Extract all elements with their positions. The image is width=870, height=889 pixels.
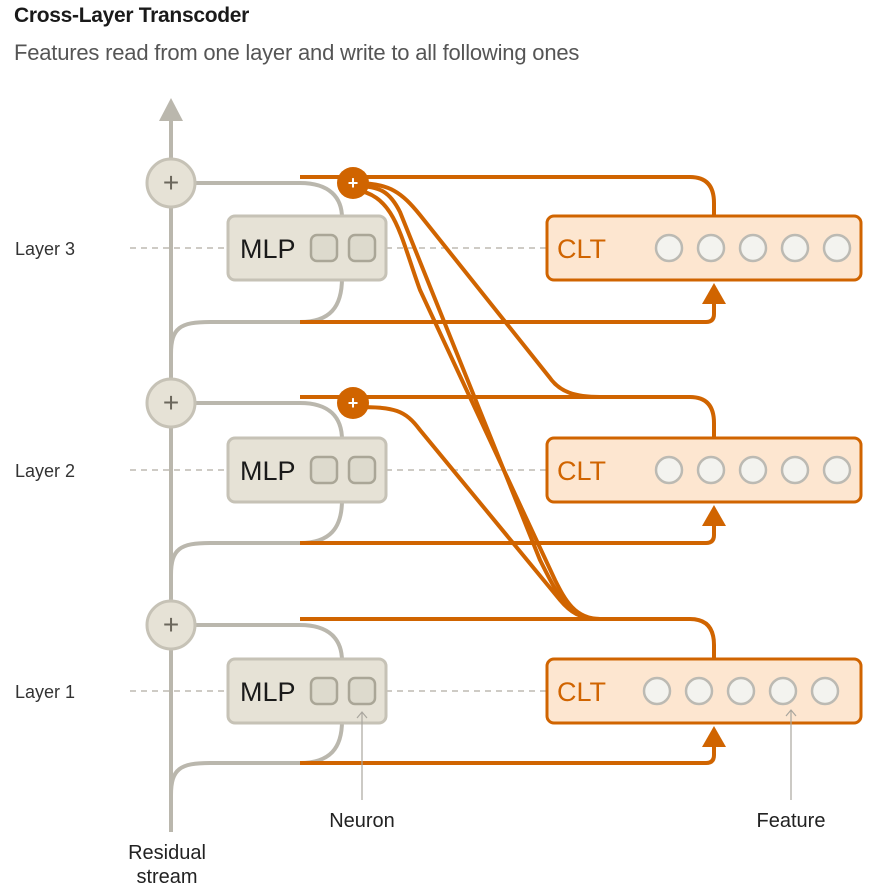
- feature: [738, 455, 768, 485]
- mlp-output-path: [194, 181, 344, 219]
- feature: [780, 233, 810, 263]
- feature: [726, 676, 756, 706]
- clt-input-arrow-icon: [702, 505, 726, 526]
- residual-add-circle: [145, 157, 197, 209]
- clt-add-circle: [337, 167, 369, 199]
- clt-output-path: [300, 395, 716, 438]
- residual-add-circle: [145, 377, 197, 429]
- mlp-box: [226, 657, 388, 725]
- residual-add-node: +: [145, 377, 197, 429]
- feature: [780, 455, 810, 485]
- neuron-annotation: Neuron: [329, 711, 395, 832]
- feature: [768, 676, 798, 706]
- mlp-label: MLP: [240, 234, 296, 264]
- layer-3: Layer 3 MLP CLT +: [15, 157, 863, 355]
- layer-2: Layer 2 MLP CLT +: [15, 377, 863, 576]
- figure-title: Cross-Layer Transcoder: [14, 4, 250, 27]
- mlp-label: MLP: [240, 456, 296, 486]
- cross-layer-link: [355, 181, 601, 399]
- neuron-label: Neuron: [329, 810, 395, 832]
- feature: [810, 676, 840, 706]
- neuron: [309, 455, 339, 485]
- residual-stream: [159, 98, 183, 832]
- mlp-block: MLP: [226, 657, 388, 725]
- clt-label: CLT: [557, 234, 606, 264]
- mlp-label: MLP: [240, 677, 296, 707]
- neuron-pointer-arrow-icon: [356, 711, 368, 719]
- feature-label: Feature: [757, 810, 826, 832]
- clt-add-node: +: [337, 167, 369, 199]
- layer-1: Layer 1 MLP CLT +: [15, 599, 863, 796]
- plus-icon: +: [163, 387, 179, 418]
- clt-output-path: [300, 175, 716, 216]
- layer-label: Layer 1: [15, 682, 75, 702]
- mlp-output-path: [194, 401, 344, 441]
- clt-label: CLT: [557, 456, 606, 486]
- cross-layer-links: [355, 181, 601, 621]
- clt-label: CLT: [557, 677, 606, 707]
- cross-layer-link: [355, 188, 601, 621]
- figure-subtitle: Features read from one layer and write t…: [14, 40, 580, 65]
- clt-block: CLT: [545, 214, 863, 282]
- feature-annotation: Feature: [757, 709, 826, 832]
- neuron: [347, 676, 377, 706]
- clt-input-arrow-icon: [702, 283, 726, 304]
- residual-label-line1: Residual: [128, 842, 206, 864]
- mlp-input-path: [169, 277, 344, 355]
- mlp-block: MLP: [226, 214, 388, 282]
- residual-add-node: +: [145, 157, 197, 209]
- clt-output-path: [300, 617, 716, 659]
- cross-layer-link: [355, 405, 601, 621]
- plus-icon: +: [163, 167, 179, 198]
- residual-add-circle: [145, 599, 197, 651]
- residual-stream-annotation: Residual stream: [128, 842, 206, 888]
- mlp-input-path: [169, 499, 344, 576]
- mlp-box: [226, 214, 388, 282]
- plus-icon: +: [348, 393, 359, 413]
- clt-block: CLT: [545, 657, 863, 725]
- feature: [684, 676, 714, 706]
- feature: [822, 455, 852, 485]
- layer-label: Layer 2: [15, 461, 75, 481]
- neuron: [347, 455, 377, 485]
- feature: [654, 233, 684, 263]
- clt-input-path: [300, 300, 716, 324]
- feature: [642, 676, 672, 706]
- clt-block: CLT: [545, 436, 863, 504]
- residual-arrow-head-icon: [159, 98, 183, 121]
- neuron: [347, 233, 377, 263]
- residual-label-line2: stream: [136, 866, 197, 888]
- mlp-box: [226, 436, 388, 504]
- clt-add-node: +: [337, 387, 369, 419]
- clt-input-path: [300, 522, 716, 545]
- mlp-block: MLP: [226, 436, 388, 504]
- clt-add-circle: [337, 387, 369, 419]
- neuron: [309, 676, 339, 706]
- feature: [696, 455, 726, 485]
- mlp-input-path: [169, 720, 344, 796]
- clt-input-path: [300, 743, 716, 765]
- neuron: [309, 233, 339, 263]
- feature: [738, 233, 768, 263]
- feature: [822, 233, 852, 263]
- feature: [696, 233, 726, 263]
- feature: [654, 455, 684, 485]
- mlp-output-path: [194, 623, 344, 662]
- clt-input-arrow-icon: [702, 726, 726, 747]
- feature-pointer-arrow-icon: [785, 709, 797, 717]
- plus-icon: +: [163, 609, 179, 640]
- layer-label: Layer 3: [15, 239, 75, 259]
- residual-add-node: +: [145, 599, 197, 651]
- plus-icon: +: [348, 173, 359, 193]
